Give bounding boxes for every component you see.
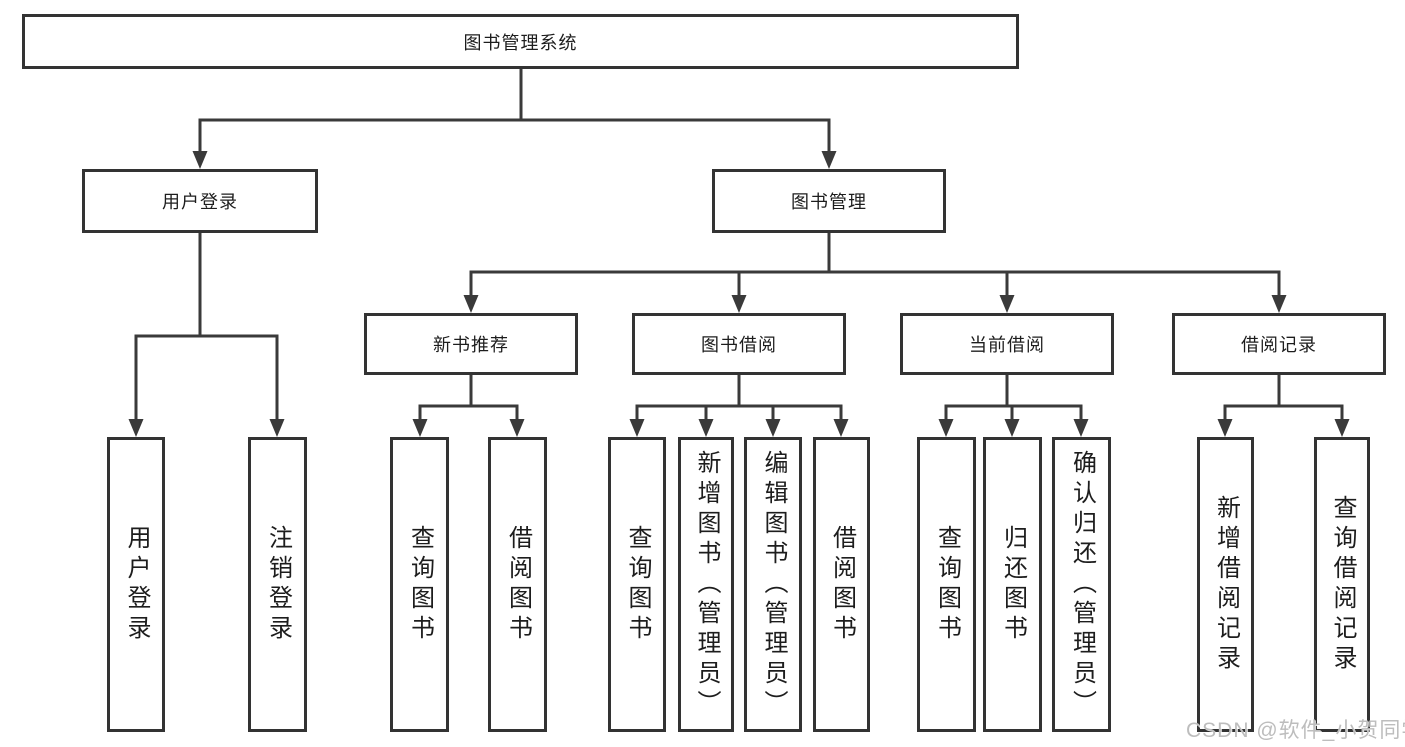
node-leaf-borrow-books-recommend: 借阅图书	[488, 437, 547, 732]
connector-borrow-to-leaves	[635, 375, 843, 420]
node-leaf-borrow-books: 借阅图书	[813, 437, 870, 732]
node-book-borrowing: 图书借阅	[632, 313, 846, 375]
node-leaf-query-books-recommend: 查询图书	[390, 437, 449, 732]
node-leaf-logout: 注销登录	[248, 437, 307, 732]
node-current-borrowing: 当前借阅	[900, 313, 1114, 375]
node-library-management-system: 图书管理系统	[22, 14, 1019, 69]
node-leaf-add-borrow-record: 新增借阅记录	[1197, 437, 1254, 732]
connector-bookmgmt-to-level3	[469, 233, 1281, 296]
node-leaf-add-books-admin: 新增图书（管理员）	[678, 437, 734, 732]
node-leaf-query-borrow-record: 查询借阅记录	[1314, 437, 1370, 732]
node-user-login: 用户登录	[82, 169, 318, 233]
node-leaf-user-login: 用户登录	[107, 437, 165, 732]
node-book-management: 图书管理	[712, 169, 946, 233]
connector-records-to-leaves	[1223, 375, 1344, 420]
node-leaf-return-books: 归还图书	[983, 437, 1042, 732]
node-borrowing-records: 借阅记录	[1172, 313, 1386, 375]
connector-current-to-leaves	[944, 375, 1083, 420]
node-new-book-recommendation: 新书推荐	[364, 313, 578, 375]
connector-recommend-to-leaves	[418, 375, 519, 420]
node-leaf-query-books-borrow: 查询图书	[608, 437, 666, 732]
csdn-watermark: CSDN @软件_小贺同学	[1186, 719, 1405, 742]
connector-root-to-level2	[198, 69, 831, 152]
node-leaf-edit-books-admin: 编辑图书（管理员）	[744, 437, 802, 732]
connector-userlogin-to-leaves	[134, 233, 279, 420]
node-leaf-confirm-return-admin: 确认归还（管理员）	[1052, 437, 1111, 732]
node-leaf-query-books-current: 查询图书	[917, 437, 976, 732]
